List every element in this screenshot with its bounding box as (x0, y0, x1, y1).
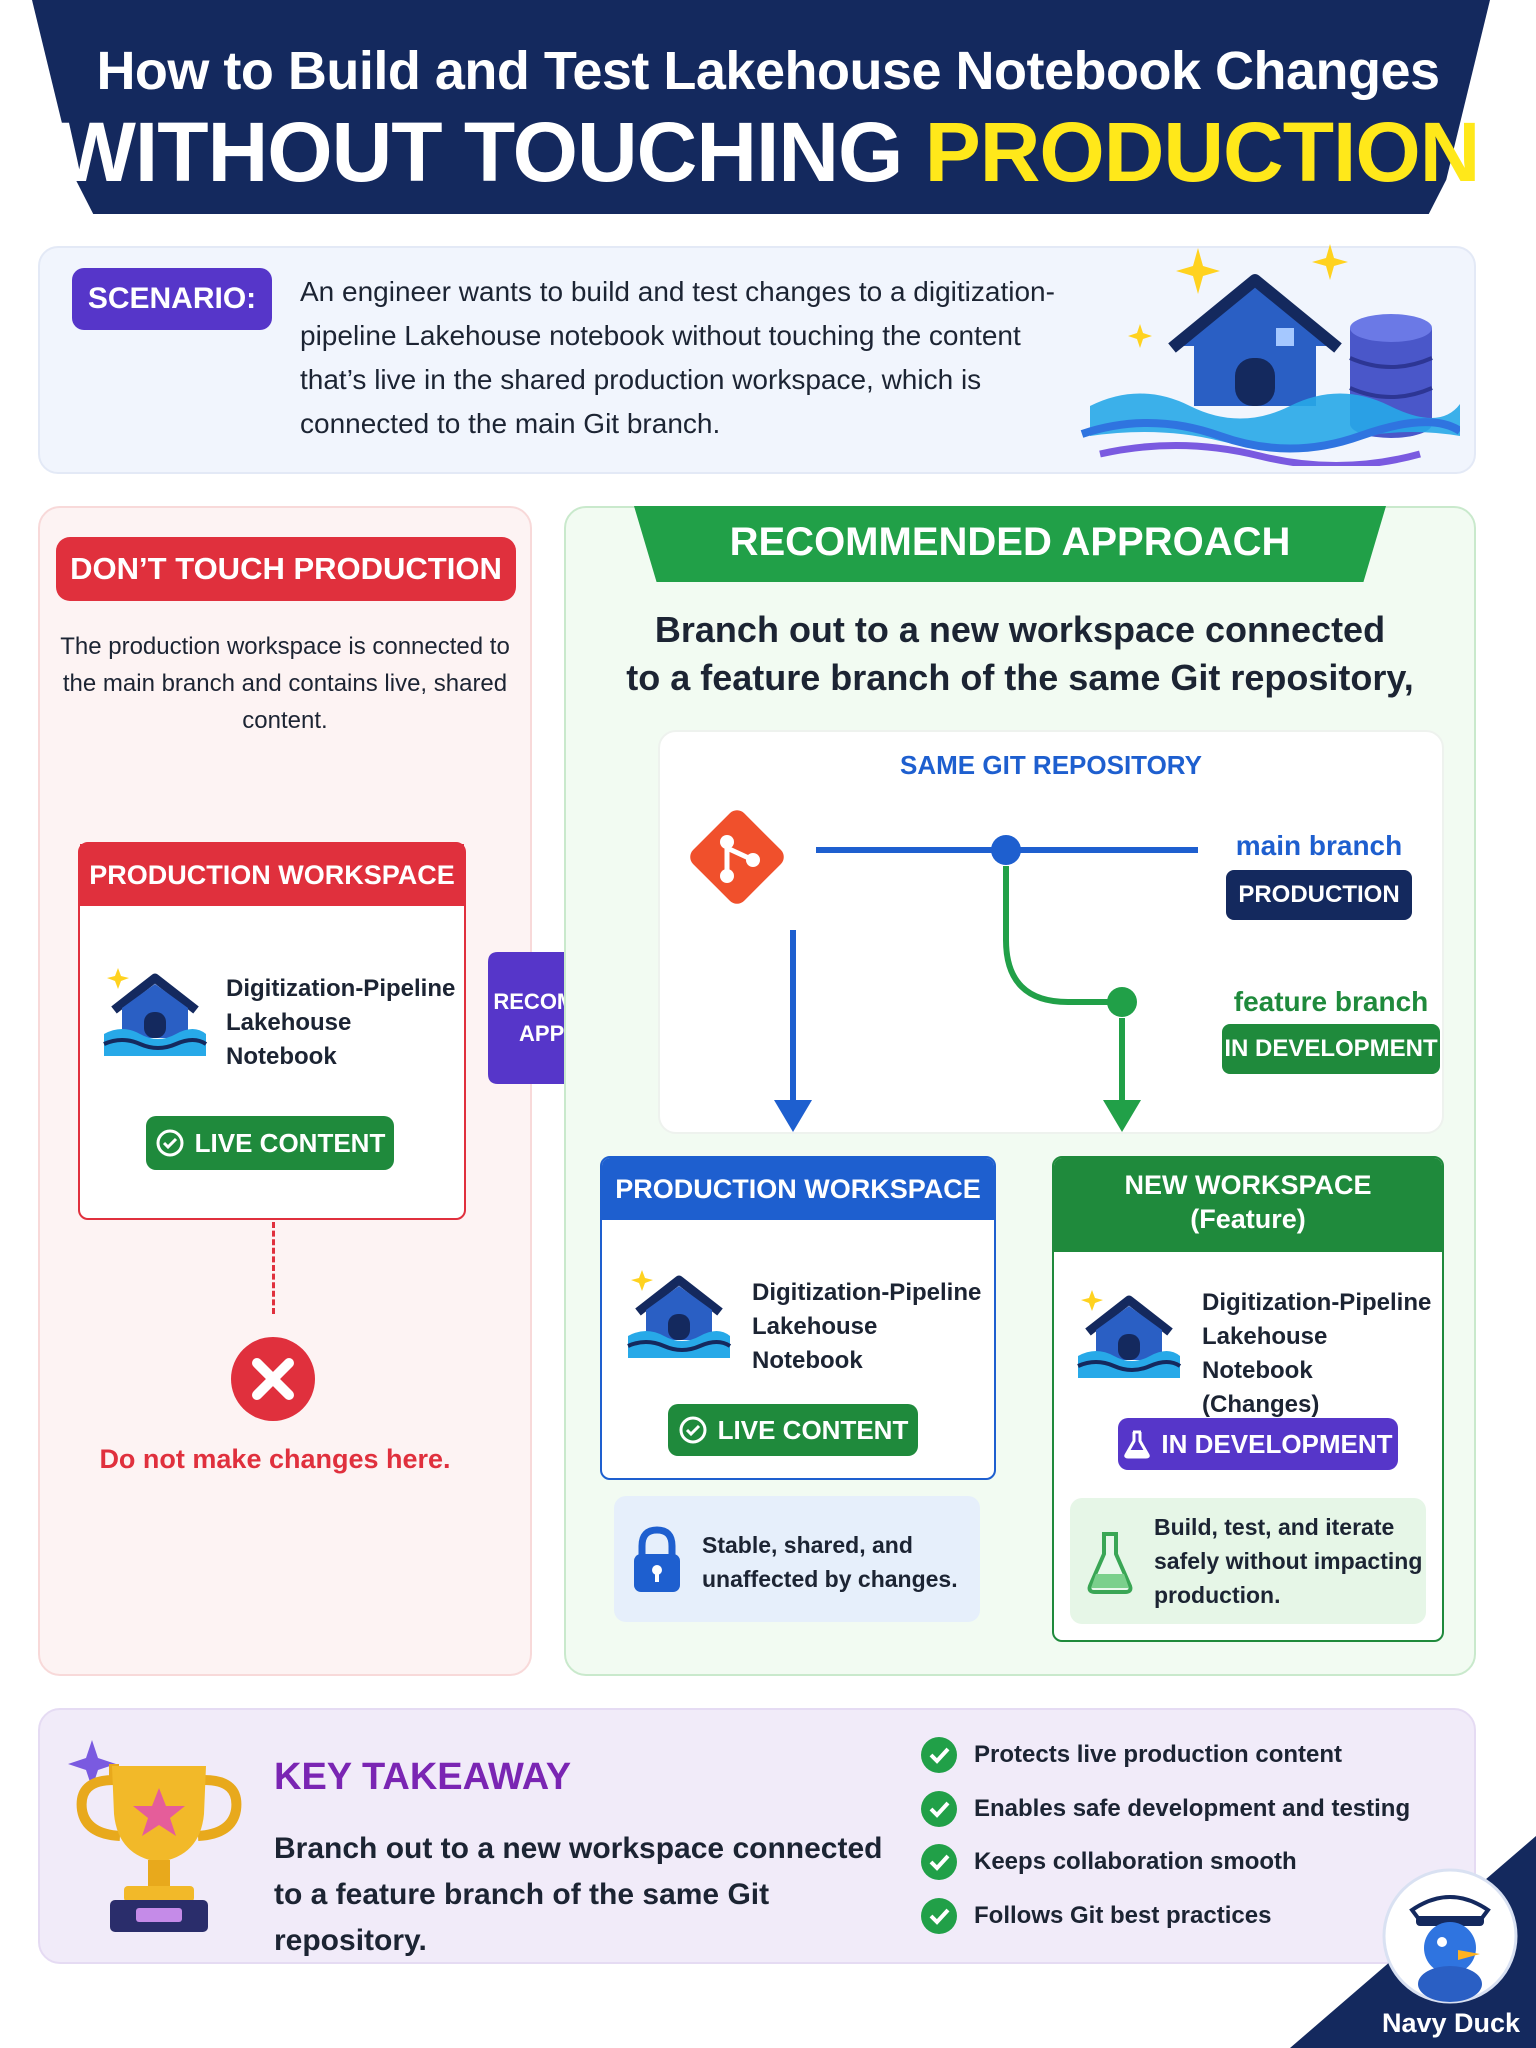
recommended-title-tab (634, 506, 1386, 582)
notebook-line: Digitization-Pipeline (1202, 1289, 1432, 1316)
feature-branch-label: feature branch (1233, 986, 1429, 1017)
main-branch-badge: PRODUCTION (1226, 870, 1412, 920)
key-takeaway-text: Branch out to a new workspace connected t… (274, 1826, 894, 1964)
scenario-tag: SCENARIO: (72, 268, 272, 330)
in-development-label: IN DEVELOPMENT (1161, 1428, 1393, 1459)
takeaway-item-label: Follows Git best practices (974, 1902, 1272, 1929)
takeaway-item: Enables safe development and testing (920, 1790, 1410, 1828)
flask-icon (1087, 1532, 1133, 1594)
production-note-text: Stable, shared, and unaffected by changes… (702, 1528, 972, 1596)
branch-point (991, 835, 1021, 865)
brand-corner-badge (1290, 1836, 1536, 2048)
header-banner (32, 0, 1490, 214)
house-lake-icon (1168, 274, 1342, 406)
brand-name: Navy Duck (1381, 2008, 1521, 2038)
takeaway-item: Protects live production content (920, 1736, 1342, 1774)
scenario-text: An engineer wants to build and test chan… (300, 276, 1055, 439)
notebook-line: Lakehouse Notebook (752, 1313, 878, 1374)
recommended-description: Branch out to a new workspace connected t… (600, 606, 1440, 702)
left-production-card-title: PRODUCTION WORKSPACE (80, 844, 464, 906)
new-workspace-note-text: Build, test, and iterate safely without i… (1154, 1510, 1424, 1612)
duck-mascot-icon (1382, 1868, 1518, 2004)
lock-icon (634, 1526, 680, 1592)
note-line: production. (1154, 1582, 1281, 1608)
wave-graphic (1080, 393, 1460, 466)
git-repository-label: SAME GIT REPOSITORY (900, 750, 1202, 780)
feature-down-arrowhead (1103, 1100, 1141, 1132)
check-circle-icon (921, 1737, 957, 1773)
dashed-connector (272, 1222, 275, 1314)
x-circle-icon (231, 1337, 315, 1421)
notebook-line: Digitization-Pipeline (226, 975, 456, 1002)
note-line: Stable, shared, and (702, 1532, 913, 1558)
description-line: to a feature branch of the same Git repo… (626, 657, 1414, 698)
live-content-label: LIVE CONTENT (717, 1414, 909, 1445)
takeaway-item: Follows Git best practices (920, 1897, 1271, 1935)
left-live-content-badge: LIVE CONTENT (146, 1116, 394, 1170)
check-circle-icon (921, 1844, 957, 1880)
note-line: safely without impacting (1154, 1548, 1423, 1574)
takeaway-item: Keeps collaboration smooth (920, 1843, 1297, 1881)
house-lake-icon (627, 1270, 732, 1358)
production-live-content-badge: LIVE CONTENT (668, 1404, 918, 1456)
git-icon (690, 810, 784, 904)
dont-touch-heading: DON’T TOUCH PRODUCTION (56, 537, 516, 601)
note-line: Build, test, and iterate (1154, 1514, 1395, 1540)
takeaway-item-label: Protects live production content (974, 1741, 1343, 1768)
check-circle-icon (679, 1416, 707, 1444)
main-branch-label: main branch (1235, 830, 1403, 861)
page-subtitle: WITHOUT TOUCHING PRODUCTION (0, 104, 1536, 201)
flask-icon (1124, 1430, 1151, 1459)
key-takeaway-title: KEY TAKEAWAY (274, 1756, 572, 1798)
prod-down-arrowhead (774, 1100, 812, 1132)
notebook-line: (Changes) (1202, 1391, 1320, 1418)
note-line: unaffected by changes. (702, 1566, 958, 1592)
title-line: (Feature) (1190, 1204, 1306, 1234)
new-workspace-title: NEW WORKSPACE (Feature) (1054, 1158, 1442, 1252)
description-line: Branch out to a new workspace connected (654, 609, 1386, 650)
page-title: How to Build and Test Lakehouse Notebook… (96, 41, 1440, 101)
check-circle-icon (921, 1791, 957, 1827)
production-workspace-title: PRODUCTION WORKSPACE (602, 1158, 994, 1220)
git-branch-diagram (690, 810, 1198, 1132)
lakehouse-illustration (1080, 244, 1460, 466)
key-takeaway-panel (38, 1708, 1476, 1964)
title-line: NEW WORKSPACE (1124, 1170, 1372, 1200)
check-circle-icon (156, 1129, 184, 1157)
sparkle-icon (1128, 244, 1348, 348)
feature-point (1107, 987, 1137, 1017)
warning-text: Do not make changes here. (99, 1444, 451, 1474)
left-description: The production workspace is connected to… (60, 633, 510, 734)
feature-branch-badge: IN DEVELOPMENT (1222, 1024, 1440, 1074)
notebook-line: Lakehouse Notebook (1202, 1323, 1328, 1384)
house-lake-icon (103, 968, 208, 1056)
house-lake-icon (1077, 1290, 1182, 1378)
new-workspace-note (1070, 1498, 1426, 1624)
takeaway-item-label: Enables safe development and testing (974, 1795, 1411, 1822)
check-circle-icon (921, 1898, 957, 1934)
recommended-title: RECOMMENDED APPROACH (729, 520, 1291, 564)
subtitle-highlight: PRODUCTION (924, 105, 1481, 199)
feature-branch-line (1003, 866, 1116, 1005)
takeaway-line: to a feature branch of the same Git repo… (274, 1878, 770, 1957)
notebook-line: Digitization-Pipeline (752, 1279, 982, 1306)
subtitle-text: WITHOUT TOUCHING (56, 105, 925, 199)
takeaway-item-label: Keeps collaboration smooth (974, 1848, 1297, 1875)
live-content-label: LIVE CONTENT (194, 1127, 386, 1158)
trophy-icon (68, 1740, 242, 1932)
notebook-line: Lakehouse Notebook (226, 1009, 352, 1070)
takeaway-line: Branch out to a new workspace connected (274, 1832, 883, 1865)
in-development-badge: IN DEVELOPMENT (1118, 1418, 1398, 1470)
